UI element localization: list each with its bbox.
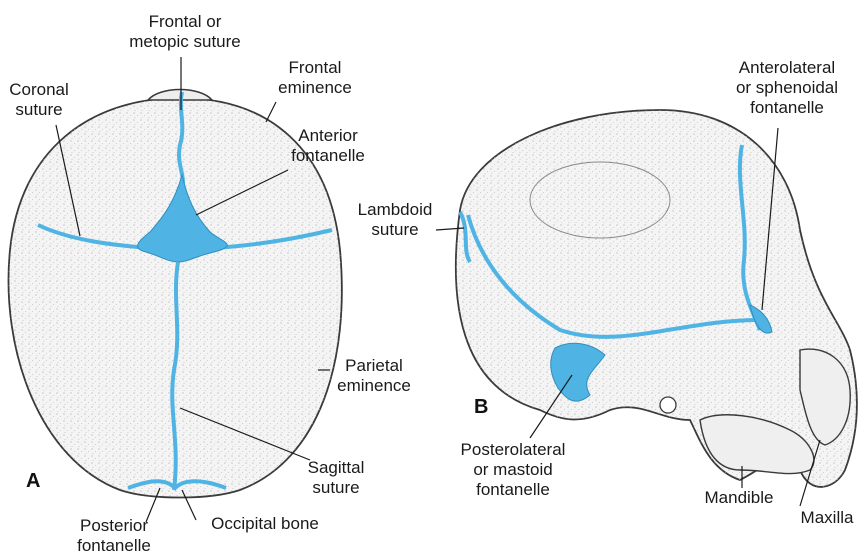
- label-mandible: Mandible: [694, 488, 784, 508]
- panel-label-a: A: [26, 470, 40, 493]
- panel-label-b: B: [474, 396, 488, 419]
- label-occipital-bone: Occipital bone: [190, 514, 340, 534]
- label-maxilla: Maxilla: [792, 508, 862, 528]
